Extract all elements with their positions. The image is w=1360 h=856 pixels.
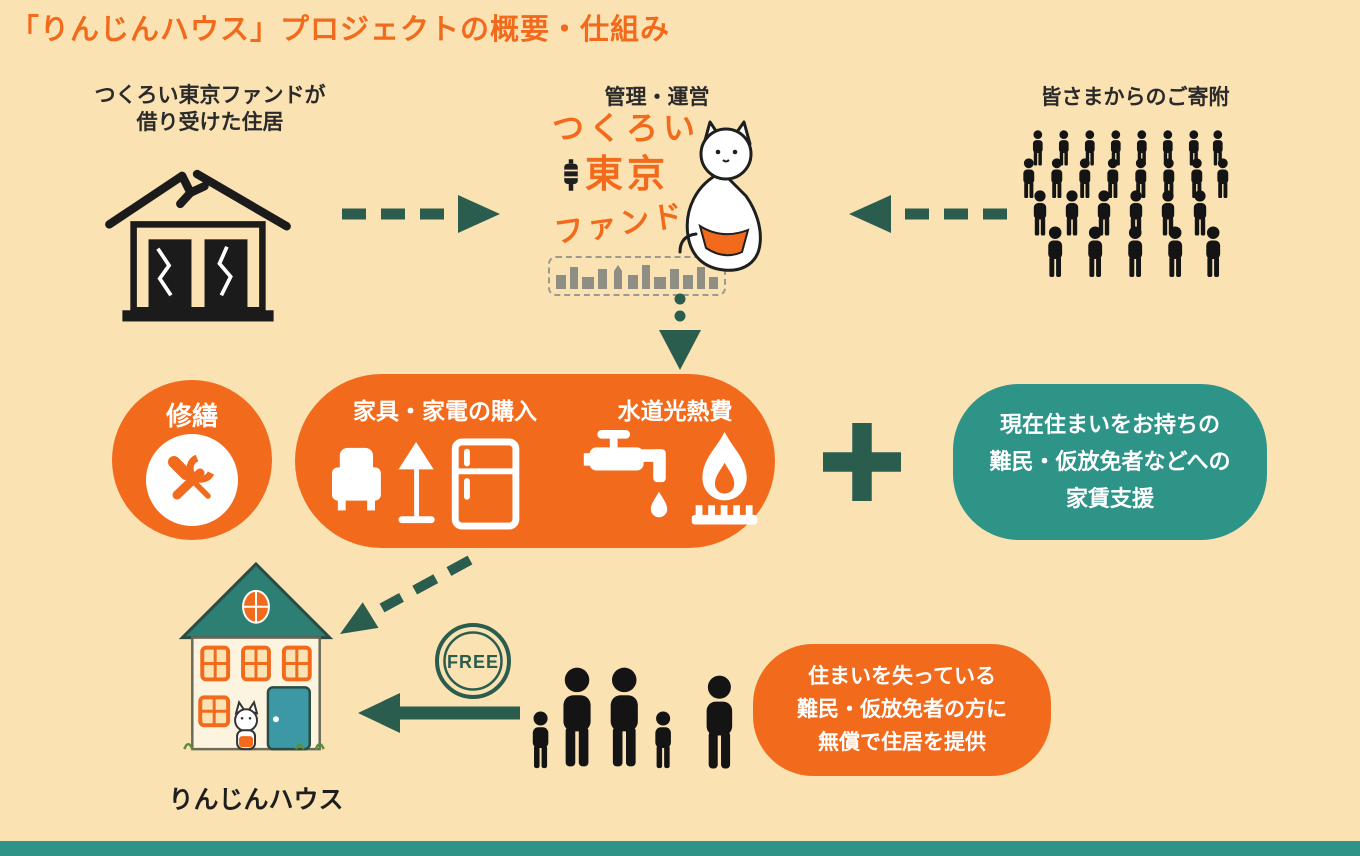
- housing-provide-line1: 住まいを失っている: [808, 665, 996, 688]
- free-label: FREE: [447, 652, 499, 672]
- arrow-house-to-fund-icon: [342, 195, 500, 233]
- logo-line2: 東京: [585, 154, 670, 196]
- management-caption: 管理・運営: [604, 86, 710, 109]
- fridge-icon: [451, 438, 520, 530]
- flame-icon: [691, 431, 758, 525]
- arrow-people-to-house-icon: [358, 693, 520, 733]
- borrowed-house-caption-line2: 借り受けた住居: [136, 111, 284, 134]
- sofa-icon: [331, 447, 381, 511]
- damaged-house-icon: [105, 169, 291, 322]
- crowd-icon: [1023, 130, 1229, 277]
- housing-provide-line2: 難民・仮放免者の方に: [797, 698, 1007, 721]
- logo-line2-row: 東京: [562, 156, 669, 194]
- small-cat-icon: [234, 699, 259, 751]
- lantern-icon: [564, 159, 578, 191]
- plus-icon: [823, 423, 901, 501]
- fund-spending-box: 家具・家電の購入 水道光熱費: [295, 374, 775, 548]
- tsukuroi-fund-logo: つくろい 東京 ファンド: [548, 106, 763, 298]
- upper-windows: [200, 645, 312, 682]
- lamp-icon: [398, 441, 435, 524]
- page-title: 「りんじんハウス」プロジェクトの概要・仕組み: [10, 14, 671, 46]
- arrow-donation-to-fund-icon: [849, 195, 1007, 233]
- rinjin-house-label: りんじんハウス: [168, 786, 344, 814]
- donation-caption: 皆さまからのご寄附: [1040, 86, 1230, 109]
- rent-support-line2: 難民・仮放免者などへの: [989, 449, 1231, 474]
- cityscape-frame: [548, 256, 726, 296]
- furniture-icons: [331, 438, 520, 530]
- repair-tools-icon: [168, 454, 215, 500]
- faucet-icon: [583, 430, 668, 518]
- repair-badge: 修繕: [112, 380, 272, 540]
- rent-support-line1: 現在住まいをお持ちの: [999, 412, 1220, 437]
- repair-label: 修繕: [165, 401, 218, 431]
- bottom-accent-bar: [0, 841, 1360, 856]
- utilities-label: 水道光熱費: [617, 398, 733, 424]
- rent-support-box: 現在住まいをお持ちの 難民・仮放免者などへの 家賃支援: [953, 384, 1267, 540]
- rent-support-line3: 家賃支援: [1065, 486, 1154, 511]
- logo-line1: つくろい: [552, 110, 701, 146]
- housing-provide-box: 住まいを失っている 難民・仮放免者の方に 無償で住居を提供: [753, 644, 1051, 776]
- free-badge: FREE: [435, 623, 511, 699]
- housing-provide-line3: 無償で住居を提供: [818, 731, 986, 754]
- cat-mascot-icon: [678, 120, 762, 272]
- family-icon: [532, 667, 733, 769]
- borrowed-house-caption: つくろい東京ファンドが 借り受けた住居: [70, 82, 350, 136]
- arrow-fund-down-icon: [659, 293, 701, 370]
- cityscape-icon: [556, 265, 718, 289]
- borrowed-house-caption-line1: つくろい東京ファンドが: [94, 84, 326, 107]
- arrow-spending-to-house-icon: [340, 555, 473, 634]
- repair-tools-disc: [146, 434, 238, 526]
- utility-icons: [583, 430, 758, 525]
- furniture-label: 家具・家電の購入: [353, 398, 537, 424]
- rinjin-house-icon: [178, 561, 334, 751]
